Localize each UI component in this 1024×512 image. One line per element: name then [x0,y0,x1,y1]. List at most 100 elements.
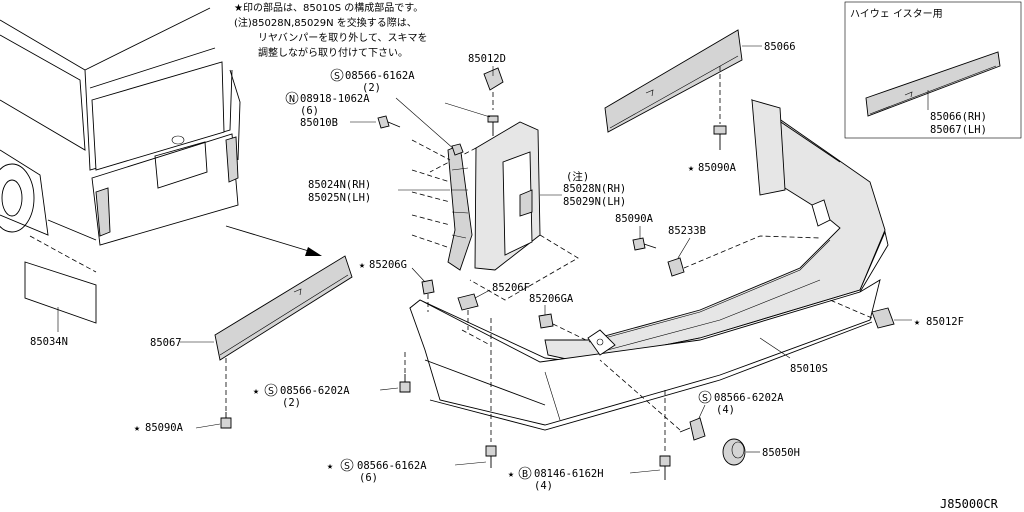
screw-08566-6162A-top [487,115,499,123]
label-85090A-upper: 85090A [698,162,737,174]
screw-08566-6162A-bottom [485,445,497,457]
callout-08566-6202A-left: ★ S 08566-6202A (2) [253,352,411,409]
clip-85206F [457,293,479,311]
license-plate-backing [24,261,97,324]
label-85206GA: 85206GA [529,293,574,305]
qty-08566-6202A-right: (4) [716,404,735,416]
symbol-b: B [522,469,528,480]
cap-85050H [722,438,746,466]
star-08566-6162A-bottom: ★ [327,461,333,472]
label-08566-6202A-right: 08566-6202A [714,392,784,404]
part-85206F: 85206F [457,282,530,346]
label-85067: 85067 [150,337,182,349]
part-85090A-mid: 85090A [615,213,657,251]
symbol-s-left: S [268,386,274,397]
header-notes: ★印の部品は、85010S の構成部品です。 (注)85028N,85029N … [234,1,428,59]
diagram-code: J85000CR [940,497,999,511]
star-85090A-lower: ★ [134,423,140,434]
lamp-bracket-85024N: 85024N(RH) 85025N(LH) [308,139,473,271]
label-08566-6162A-bottom: 08566-6162A [357,460,427,472]
star-85012F: ★ [914,317,920,328]
label-85066: 85066 [764,41,796,53]
qty-08566-6162A-bottom: (6) [359,472,378,484]
part-85012D: 85012D [444,53,506,136]
vehicle-rear-illustration [0,7,241,246]
part-85206G: ★ 85206G [359,259,435,312]
bolt-85010B [377,115,390,129]
qty-08566-6162A-top: (2) [362,82,381,94]
part-85233B: 85233B [667,225,821,277]
clip-85206GA [538,313,554,329]
qty-08146-6162H: (4) [534,480,553,492]
bumper-assembly-85010S [409,98,889,431]
callout-08918-1062A: N 08918-1062A (6) [285,91,464,156]
star-08146-6162H: ★ [508,469,514,480]
part-85090A-lower: ★ 85090A [134,412,232,434]
note-mark: (注) [566,170,589,183]
clip-85012F [871,307,895,329]
clip-85012D [483,67,504,91]
clip-85206G [421,279,435,295]
label-85010B: 85010B [300,117,338,129]
label-85029N: 85029N(LH) [563,196,626,208]
symbol-s-top: S [334,71,340,82]
inset-label-lh: 85067(LH) [930,124,987,136]
callout-08566-6202A-right: S 08566-6202A (4) [599,359,784,441]
inset-title: ハイウェ イスター用 [850,8,943,20]
inset-box: ハイウェ イスター用 85066(RH) 85067(LH) [844,1,1022,139]
note-line-2: (注)85028N,85029N を交換する際は、 [234,16,417,29]
symbol-n: N [289,94,295,105]
note-line-4: 調整しながら取り付けて下さい。 [258,46,408,59]
inset-garnish-strip [865,51,1001,117]
star-85206G: ★ [359,260,365,271]
part-85012F: ★ 85012F [829,299,964,329]
qty-08918-1062A: (6) [300,105,319,117]
label-85050H: 85050H [762,447,800,459]
label-08566-6162A-top: 08566-6162A [345,70,415,82]
label-85012D: 85012D [468,53,506,65]
note-line-1: ★印の部品は、85010S の構成部品です。 [234,1,423,14]
direction-arrow [225,225,322,256]
garnish-85067 [214,255,353,361]
part-85090A-upper: ★ 85090A [688,125,737,174]
lamp-bracket-body [447,144,473,271]
part-85067: 85067 [150,255,353,412]
label-85206F: 85206F [492,282,530,294]
bolt-85090A-lower [220,417,232,429]
label-85206G: 85206G [369,259,407,271]
part-85034N: 85034N [24,235,97,348]
qty-08566-6202A-left: (2) [282,397,301,409]
label-85012F: 85012F [926,316,964,328]
part-85066: 85066 [604,29,796,133]
star-08566-6202A-left: ★ [253,386,259,397]
clip-85233B [667,257,685,277]
label-85010S: 85010S [790,363,828,375]
label-08566-6202A-left: 08566-6202A [280,385,350,397]
screw-08566-6202A-left [399,381,411,393]
label-08918-1062A: 08918-1062A [300,93,370,105]
part-85010B: 85010B [300,115,401,129]
symbol-s-bottom: S [344,461,350,472]
screw-08566-6202A-right [689,417,706,441]
symbol-s-right: S [702,393,708,404]
nut-08918-1062A [451,143,464,156]
label-08146-6162H: 08146-6162H [534,468,604,480]
inset-label-rh: 85066(RH) [930,111,987,123]
star-85090A-upper: ★ [688,163,694,174]
bolt-08146-6162H [659,455,671,467]
label-85034N: 85034N [30,336,68,348]
callout-08566-6162A-bottom: ★ S 08566-6162A (6) [327,318,497,484]
label-85025N: 85025N(LH) [308,192,371,204]
part-85050H: 85050H [722,438,800,466]
part-85206GA: 85206GA [529,293,591,343]
label-85024N: 85024N(RH) [308,179,371,191]
callout-08566-6162A-top: S 08566-6162A (2) [330,68,415,94]
label-85090A-lower: 85090A [145,422,184,434]
label-85233B: 85233B [668,225,706,237]
callout-08146-6162H: ★ B 08146-6162H (4) [508,390,671,492]
garnish-85066 [604,29,743,133]
bolt-85090A-upper [713,125,727,135]
label-85090A-mid: 85090A [615,213,654,225]
bolt-85090A-mid [632,237,646,251]
